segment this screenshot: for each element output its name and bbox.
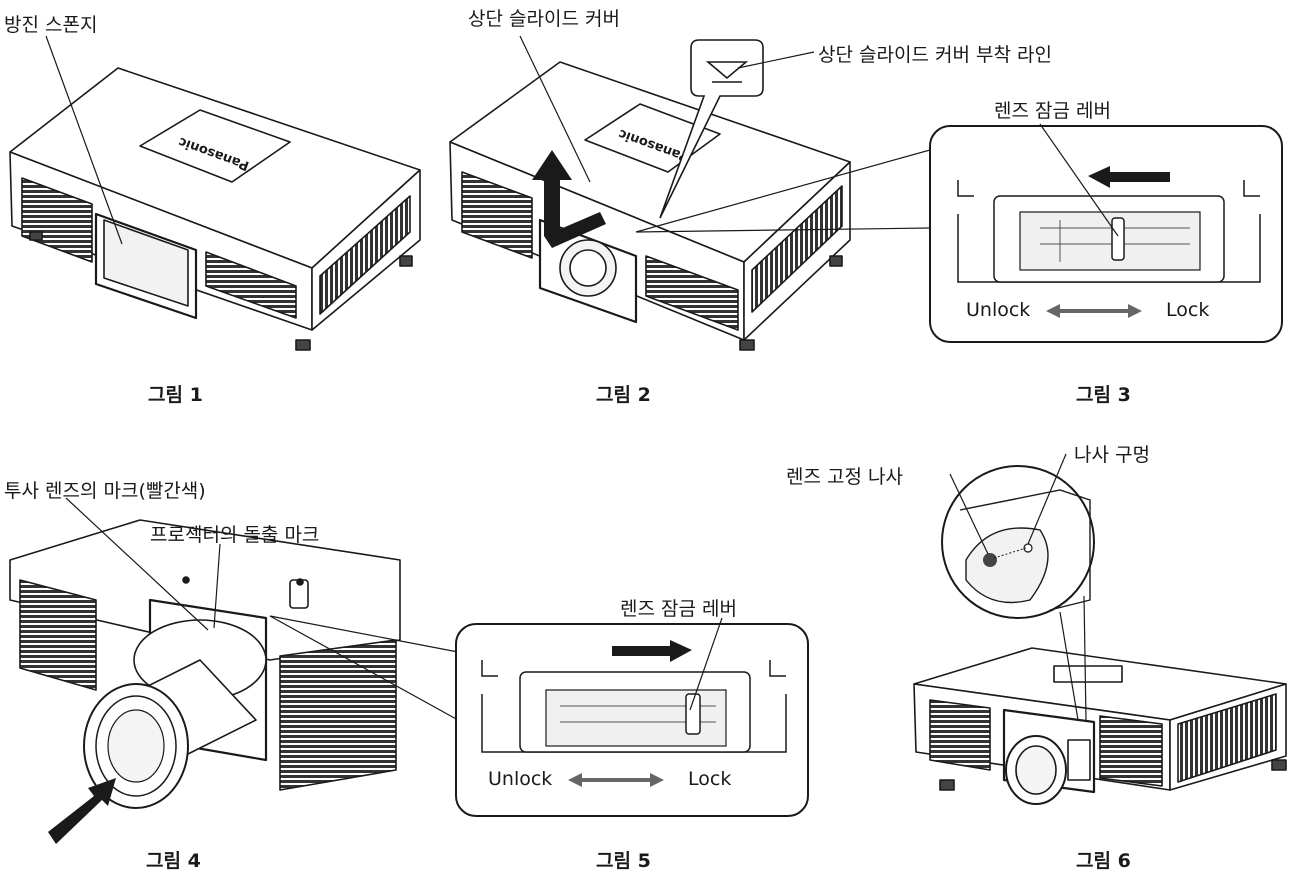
figure-1-projector: Panasonic (9, 67, 421, 351)
label-lever-3: 렌즈 잠금 레버 (994, 100, 1111, 122)
triangle-mark-icon (705, 61, 749, 80)
caption-figure-1: 그림 1 (148, 384, 203, 406)
label-top-cover: 상단 슬라이드 커버 (468, 8, 620, 30)
leader-line (737, 51, 815, 69)
unlock-label-5: Unlock (488, 768, 553, 790)
arrow-up-icon (532, 150, 606, 248)
figure-6-projector (913, 647, 1287, 805)
caption-figure-4: 그림 4 (146, 850, 201, 872)
label-proj-mark: 프로젝터의 돌출 마크 (150, 524, 320, 546)
figure-2-projector: Panasonic (449, 61, 851, 351)
label-attach-line: 상단 슬라이드 커버 부착 라인 (818, 44, 1052, 66)
leader-line (949, 473, 989, 555)
caption-figure-2: 그림 2 (596, 384, 651, 406)
leader-line (689, 617, 723, 711)
attach-line-callout (659, 39, 764, 219)
label-screw: 렌즈 고정 나사 (786, 466, 903, 488)
arrow-right-icon (48, 778, 116, 844)
leader-line (1039, 123, 1119, 237)
leader-line (65, 497, 209, 631)
arrow-right-icon (612, 640, 692, 662)
leader-line (1027, 453, 1067, 545)
leader-line (213, 543, 221, 629)
leader-line (519, 35, 591, 183)
figure-5-zoom (455, 623, 809, 817)
figure-6-magnifier (941, 465, 1095, 619)
label-lever-5: 렌즈 잠금 레버 (620, 598, 737, 620)
figure-3-zoom (929, 125, 1283, 343)
caption-figure-5: 그림 5 (596, 850, 651, 872)
lock-label-3: Lock (1166, 299, 1210, 321)
label-hole: 나사 구멍 (1074, 444, 1150, 466)
label-lens-mark: 투사 렌즈의 마크(빨간색) (4, 480, 206, 502)
label-sponge: 방진 스폰지 (4, 14, 98, 36)
unlock-label-3: Unlock (966, 299, 1031, 321)
caption-figure-3: 그림 3 (1076, 384, 1131, 406)
arrow-double-icon (568, 773, 664, 787)
lock-label-5: Lock (688, 768, 732, 790)
caption-figure-6: 그림 6 (1076, 850, 1131, 872)
arrow-left-icon (1088, 166, 1170, 188)
arrow-double-icon (1046, 304, 1142, 318)
leader-line (45, 35, 123, 245)
figure-4-closeup (9, 519, 401, 809)
